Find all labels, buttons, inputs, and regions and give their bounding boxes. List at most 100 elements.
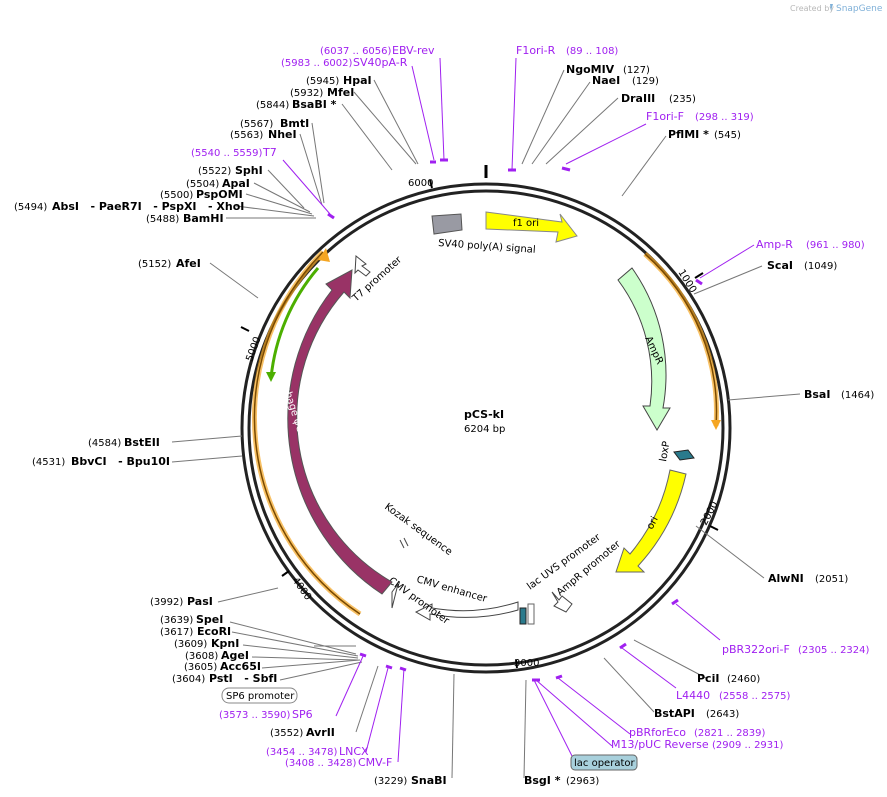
enzyme-name: ApaI — [222, 177, 250, 190]
enzyme-site[interactable]: (5522)SphI — [198, 164, 263, 177]
primer-site[interactable]: (3454 .. 3478)LNCX — [266, 745, 369, 758]
enzyme-site[interactable]: (4531)BbvCI - Bpu10I — [32, 455, 170, 468]
enzyme-site[interactable]: (5945)HpaI — [306, 74, 372, 87]
enzyme-name: NgoMIV — [566, 63, 615, 76]
enzyme-name: Acc65I — [220, 660, 261, 673]
sp6-promoter-box[interactable]: SP6 promoter — [221, 687, 298, 704]
enzyme-name: AvrII — [306, 726, 335, 739]
feature-f1-ori[interactable]: f1 ori — [485, 211, 578, 243]
enzyme-site[interactable]: (5488)BamHI — [146, 212, 224, 225]
enzyme-site[interactable]: (3605)Acc65I — [184, 660, 261, 673]
enzyme-site[interactable]: (3552)AvrII — [270, 726, 335, 739]
primer-pos: (2558 .. 2575) — [719, 691, 791, 702]
enzyme-name: KpnI — [211, 637, 239, 650]
enzyme-name: HpaI — [343, 74, 372, 87]
enzyme-site[interactable]: (5844)BsaBI * — [256, 98, 337, 111]
primer-pos: (6037 .. 6056) — [320, 46, 392, 57]
primer-site[interactable]: F1ori-F(298 .. 319) — [646, 110, 754, 123]
enzyme-name: PspOMI — [196, 188, 243, 201]
enzyme-site[interactable]: (5563)NheI — [230, 128, 297, 141]
enzyme-site[interactable]: ScaI(1049) — [767, 259, 837, 272]
enzyme-site[interactable]: (3639)SpeI — [160, 613, 223, 626]
enzyme-name: NaeI — [592, 74, 620, 87]
enzyme-name: BsaI — [804, 388, 830, 401]
feature-phage-integrase[interactable]: phage φC31 integrase — [280, 269, 393, 595]
feature-kozak[interactable]: Kozak sequence — [382, 502, 454, 558]
primer-site[interactable]: pBR322ori-F(2305 .. 2324) — [722, 643, 870, 656]
enzyme-site[interactable]: PciI(2460) — [697, 672, 760, 685]
enzyme-site[interactable]: AlwNI(2051) — [768, 572, 848, 585]
enzyme-site[interactable]: (5494) AbsI - PaeR7I - PspXI - XhoI — [14, 200, 244, 213]
plasmid-size: 6204 bp — [464, 424, 505, 435]
enzyme-site[interactable]: (5504)ApaI — [186, 177, 250, 190]
feature-t7-promoter[interactable]: T7 promoter — [350, 254, 405, 305]
enzyme-pos: (3609) — [174, 639, 207, 650]
enzyme-site[interactable]: (3229)SnaBI — [374, 774, 447, 787]
primer-site[interactable]: pBRforEco(2821 .. 2839) — [629, 726, 766, 739]
enzyme-site[interactable]: NaeI (129) — [592, 74, 659, 87]
enzyme-name: BmtI — [280, 117, 309, 130]
enzyme-pos: (3639) — [160, 615, 193, 626]
enzyme-pos: (3608) — [185, 651, 218, 662]
enzyme-site[interactable]: BsaI(1464) — [804, 388, 874, 401]
enzyme-site[interactable]: (5567) BmtI — [240, 117, 309, 130]
enzyme-site[interactable]: NgoMIV(127) — [566, 63, 650, 76]
primer-name: L4440 — [676, 689, 710, 702]
primer-site[interactable]: F1ori-R(89 .. 108) — [516, 44, 618, 57]
snapgene-brand: SnapGene — [836, 4, 883, 14]
enzyme-pos: (545) — [714, 130, 741, 141]
enzyme-pos: (4531) — [32, 457, 65, 468]
primer-marks — [327, 158, 703, 682]
feature-loxp[interactable]: loxP — [658, 440, 695, 463]
enzyme-pos: (3992) — [150, 597, 183, 608]
enzyme-name: PasI — [187, 595, 213, 608]
primer-site[interactable]: M13/pUC Reverse(2909 .. 2931) — [611, 738, 784, 751]
enzyme-site[interactable]: (3992) PasI — [150, 595, 213, 608]
feature-ori[interactable]: ori — [615, 469, 687, 573]
enzyme-pos: (2963) — [566, 776, 599, 787]
feature-label-kozak: Kozak sequence — [382, 502, 454, 558]
enzyme-pos: (129) — [632, 76, 659, 87]
primer-pos: (961 .. 980) — [806, 240, 865, 251]
enzyme-site[interactable]: (3608)AgeI — [185, 649, 249, 662]
enzyme-site[interactable]: (5932)MfeI — [290, 86, 354, 99]
enzyme-pos: (5567) — [240, 119, 273, 130]
feature-label-sv40: SV40 poly(A) signal — [438, 238, 536, 256]
enzyme-name: AbsI - PaeR7I - PspXI - XhoI — [52, 200, 244, 213]
feature-lac-operator[interactable] — [519, 603, 535, 625]
enzyme-name: AgeI — [221, 649, 249, 662]
enzyme-site[interactable]: (5500)PspOMI — [160, 188, 243, 201]
primer-pos: (2305 .. 2324) — [798, 645, 870, 656]
primer-site[interactable]: (6037 .. 6056)EBV-rev — [320, 44, 435, 57]
enzyme-pos: (5494) — [14, 202, 47, 213]
primer-site[interactable]: (5540 .. 5559)T7 — [191, 146, 277, 159]
primer-name: LNCX — [339, 745, 369, 758]
enzyme-site[interactable]: BsgI *(2963) — [524, 774, 599, 787]
primer-name: T7 — [262, 146, 277, 159]
primer-site[interactable]: (5983 .. 6002)SV40pA-R — [281, 56, 408, 69]
primer-site[interactable]: (3408 .. 3428)CMV-F — [285, 756, 392, 769]
enzyme-site[interactable]: PflMI *(545) — [668, 128, 741, 141]
primer-pos: (2909 .. 2931) — [712, 740, 784, 751]
enzyme-site[interactable]: (3609) KpnI — [174, 637, 239, 650]
lac-operator-box[interactable]: lac operator — [570, 754, 638, 771]
primer-name: M13/pUC Reverse — [611, 738, 709, 751]
snapgene-logo-icon — [830, 4, 833, 11]
enzyme-name: PstI - SbfI — [209, 672, 277, 685]
enzyme-site[interactable]: DraIII(235) — [621, 92, 696, 105]
enzyme-pos: (3229) — [374, 776, 407, 787]
enzyme-pos: (5152) — [138, 259, 171, 270]
primer-site[interactable]: L4440 (2558 .. 2575) — [676, 689, 791, 702]
primer-pos: (89 .. 108) — [566, 46, 618, 57]
enzyme-site[interactable]: (3604)PstI - SbfI — [172, 672, 277, 685]
enzyme-name: AfeI — [176, 257, 201, 270]
enzyme-site[interactable]: (5152) AfeI — [138, 257, 201, 270]
primer-name: SV40pA-R — [353, 56, 408, 69]
feature-ampr[interactable]: AmpR — [617, 267, 671, 431]
primer-site[interactable]: Amp-R(961 .. 980) — [756, 238, 865, 251]
enzyme-site[interactable]: (3617)EcoRI — [160, 625, 231, 638]
leader-lines — [171, 69, 801, 779]
enzyme-site[interactable]: BstAPI(2643) — [654, 707, 739, 720]
primer-site[interactable]: (3573 .. 3590)SP6 — [219, 708, 313, 721]
enzyme-site[interactable]: (4584)BstEII — [88, 436, 160, 449]
